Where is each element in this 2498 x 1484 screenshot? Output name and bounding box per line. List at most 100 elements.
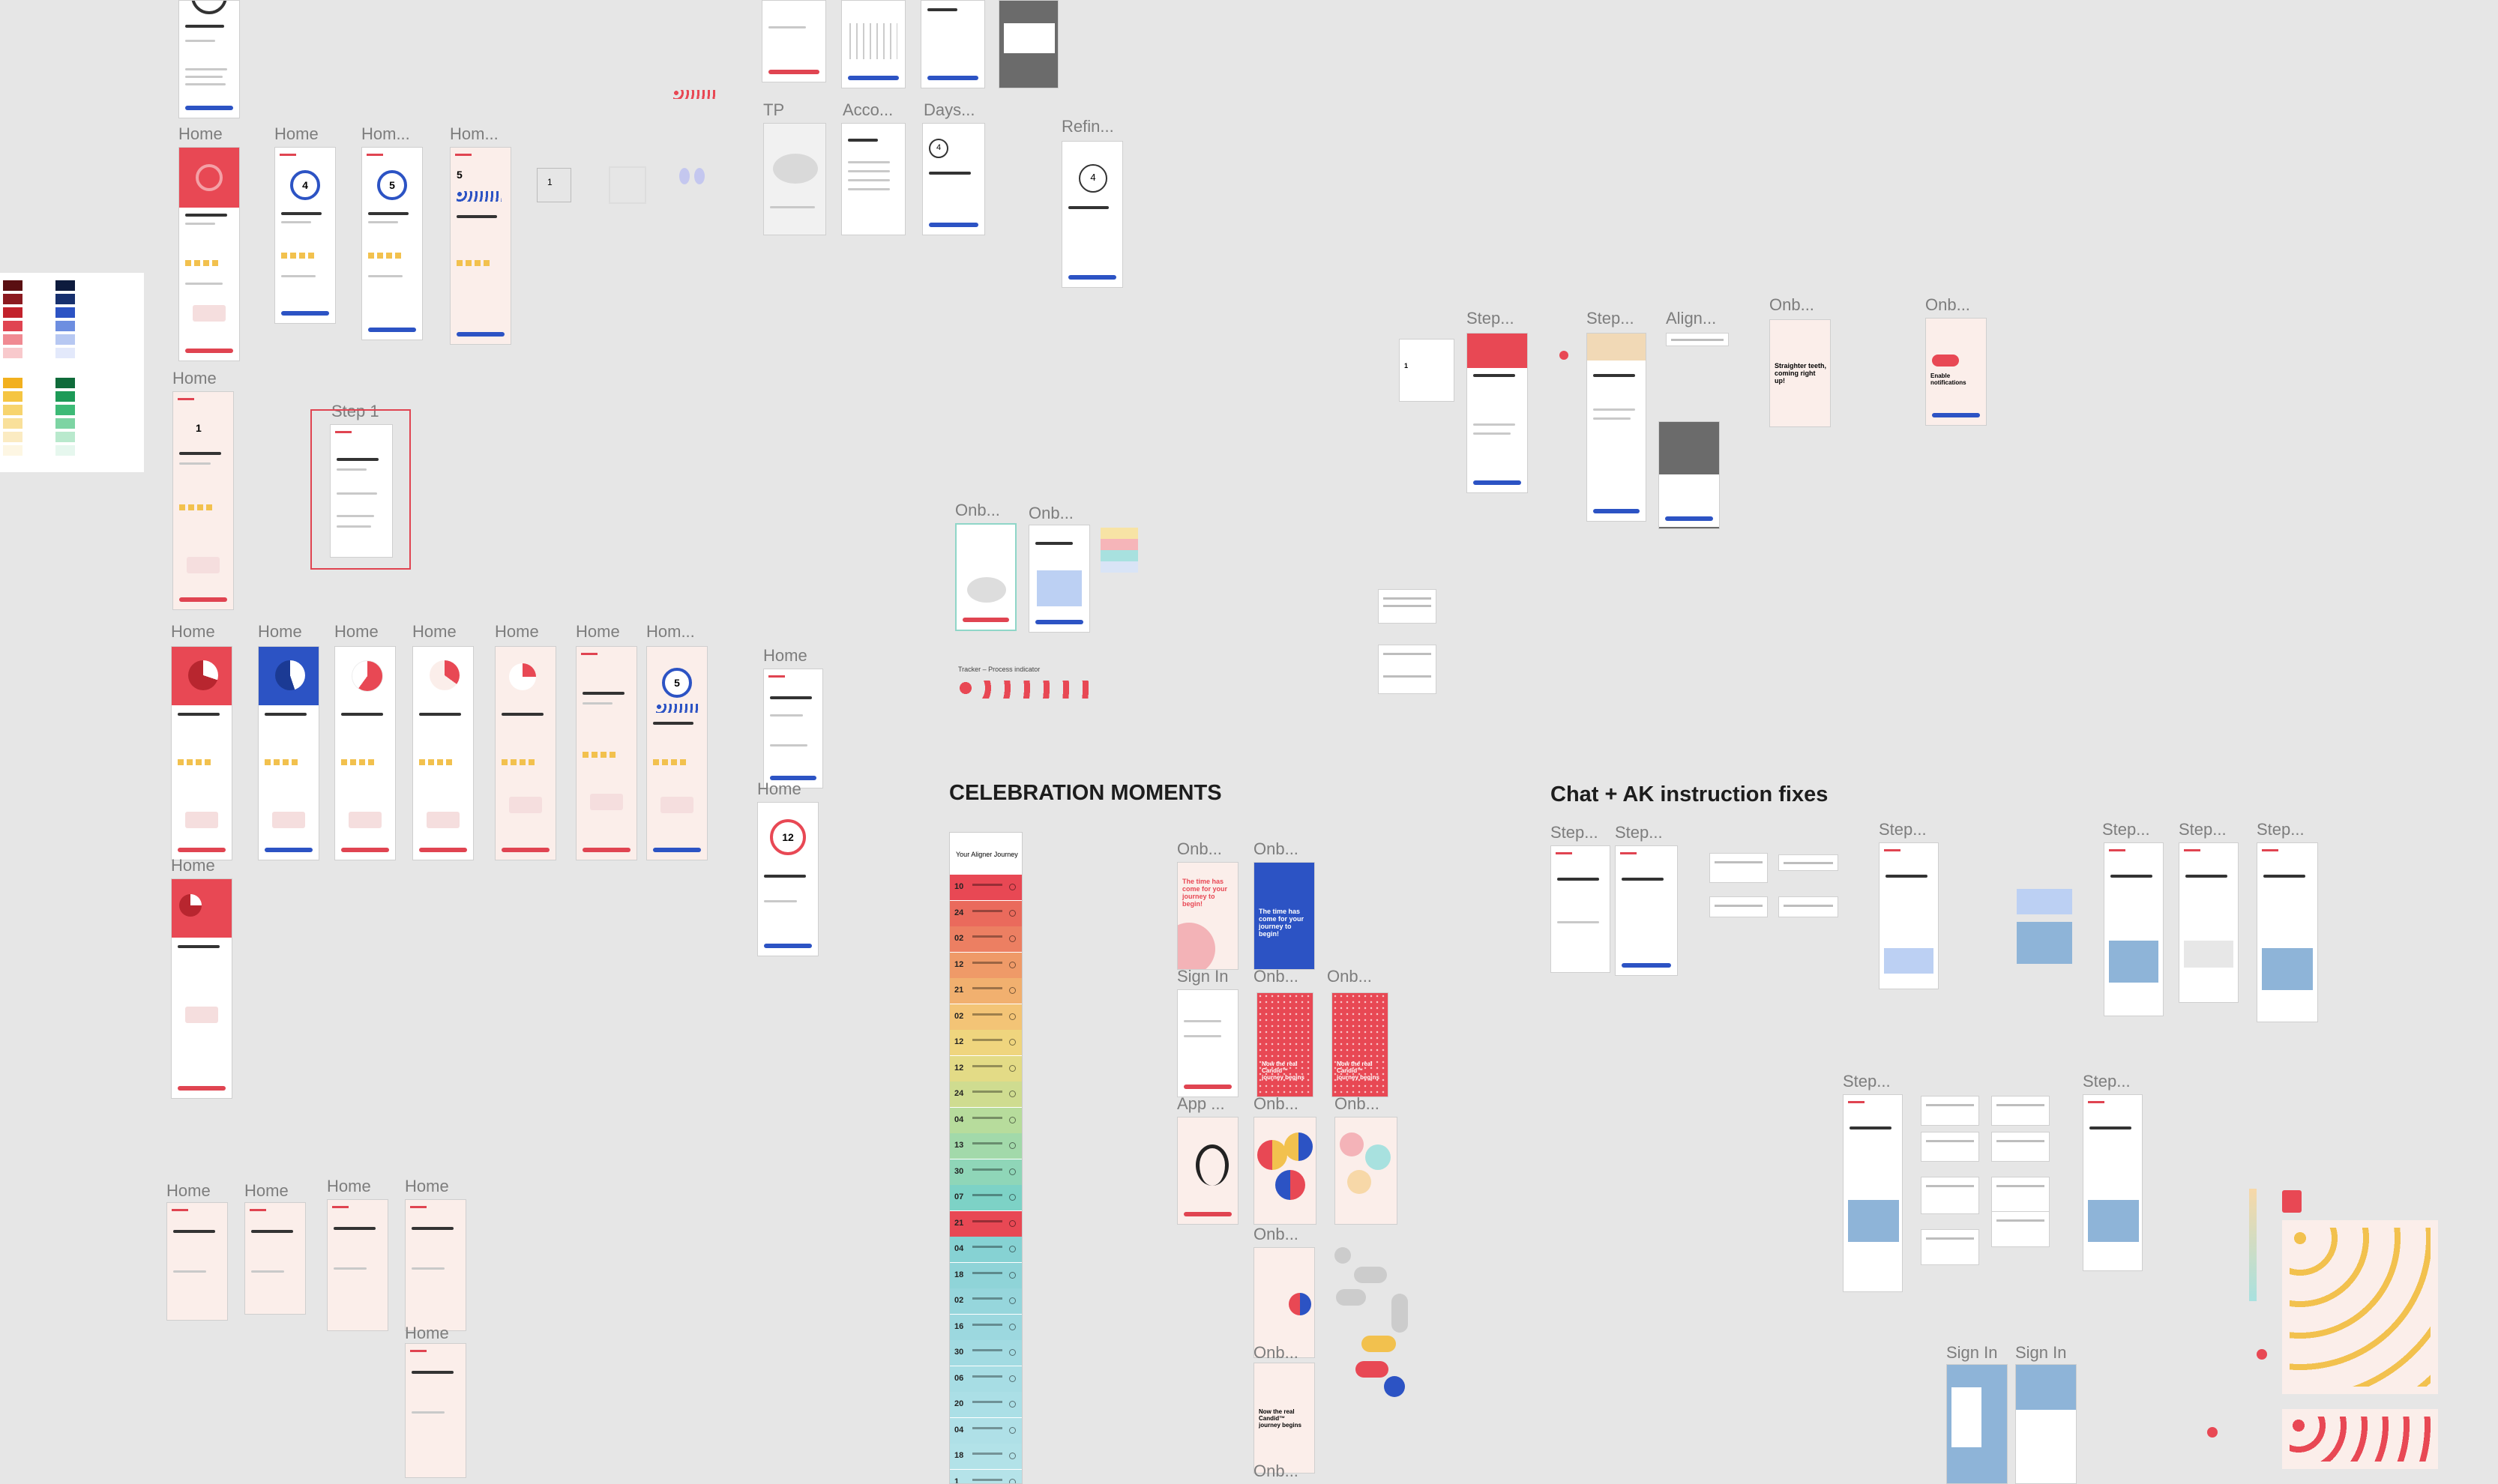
journey-row[interactable]: 16 [950, 1314, 1022, 1340]
frame-step-chat-8[interactable] [2083, 1094, 2143, 1271]
aligner-chip[interactable] [1666, 333, 1729, 346]
journey-row[interactable]: 04 [950, 1237, 1022, 1262]
frame-top-1[interactable] [762, 0, 826, 82]
frame-home-step[interactable]: 1 [172, 391, 234, 610]
frame-step-small[interactable]: 1 [1399, 339, 1454, 402]
chat-card[interactable] [1991, 1177, 2050, 1213]
chat-card[interactable] [1991, 1211, 2050, 1247]
journey-row[interactable]: 02 [950, 1004, 1022, 1030]
journey-row[interactable]: 04 [950, 1107, 1022, 1133]
journey-row[interactable]: 07 [950, 1185, 1022, 1210]
frame-onb-confetti-1[interactable]: Now the real Candid™ journey begins [1256, 992, 1313, 1097]
frame-align-dark[interactable] [1658, 421, 1720, 529]
frame-home-bottom-4[interactable] [405, 1199, 466, 1331]
frame-onb-forget[interactable] [1029, 525, 1090, 633]
frame-step-chat-7[interactable] [1843, 1094, 1903, 1292]
journey-row[interactable]: 12 [950, 1030, 1022, 1055]
frame-home-bottom-2[interactable] [244, 1202, 306, 1315]
frame-step-chat-3[interactable] [1879, 842, 1939, 989]
journey-row[interactable]: 04 [950, 1417, 1022, 1444]
frame-home-pie-white[interactable] [334, 646, 396, 860]
chat-card[interactable] [1778, 896, 1838, 917]
frame-account[interactable] [841, 123, 906, 235]
frame-sign-in-photo-1[interactable] [1946, 1364, 2008, 1484]
frame-home-bottom-1[interactable] [166, 1202, 228, 1321]
chat-card[interactable] [1709, 896, 1768, 917]
journey-row[interactable]: 02 [950, 926, 1022, 952]
journey-row[interactable]: 21 [950, 1210, 1022, 1237]
chat-card[interactable] [1921, 1132, 1979, 1162]
journey-row[interactable]: 24 [950, 900, 1022, 926]
frame-onb-time-pink[interactable]: The time has come for your journey to be… [1177, 862, 1239, 970]
chat-card[interactable] [1921, 1096, 1979, 1126]
frame-onb-time-blue[interactable]: The time has come for your journey to be… [1253, 862, 1315, 970]
journey-row[interactable]: 18 [950, 1262, 1022, 1288]
frame-onb-straighter[interactable]: Straighter teeth, coming right up! [1769, 319, 1831, 427]
frame-home-blue-pie[interactable] [258, 646, 319, 860]
frame-home-bottom-5[interactable] [405, 1343, 466, 1478]
frame-top-forget[interactable] [921, 0, 985, 88]
frame-home-12[interactable]: 12 [757, 802, 819, 956]
frame-home-5[interactable]: 5 [361, 147, 423, 340]
frame-top-modal[interactable] [999, 0, 1059, 88]
frame-onb-confetti-2[interactable]: Now the real Candid™ journey begins [1331, 992, 1388, 1097]
journey-row[interactable]: 06 [950, 1366, 1022, 1392]
frame-home-pink[interactable] [495, 646, 556, 860]
frame-onb-bottom-1[interactable] [1253, 1247, 1315, 1358]
journey-row[interactable]: 02 [950, 1288, 1022, 1314]
frame-step-1[interactable] [330, 424, 393, 558]
frame-step-chat-6[interactable] [2257, 842, 2318, 1022]
journey-row[interactable]: 21 [950, 978, 1022, 1004]
frame-home-bottom-3[interactable] [327, 1199, 388, 1331]
frame-home-4[interactable]: 4 [274, 147, 336, 324]
journey-row[interactable]: 30 [950, 1159, 1022, 1185]
message-card[interactable] [1378, 645, 1436, 694]
frame-sign-in[interactable] [1177, 989, 1239, 1097]
journey-row[interactable]: 30 [950, 1340, 1022, 1366]
frame-onb-journey[interactable] [955, 523, 1017, 631]
frame-days[interactable]: 4 [922, 123, 985, 235]
frame-onb-notifications[interactable]: Enable notifications [1925, 318, 1987, 426]
chat-card[interactable] [1991, 1096, 2050, 1126]
message-card[interactable] [1378, 589, 1436, 624]
frame-home-5-dots[interactable]: 5 [450, 147, 511, 345]
chat-card[interactable] [1991, 1132, 2050, 1162]
frame-sign-in-photo-2[interactable] [2015, 1364, 2077, 1484]
journey-row[interactable]: 24 [950, 1082, 1022, 1107]
color-dot-grid[interactable] [2282, 1409, 2438, 1469]
frame-onb-shapes-2[interactable] [1334, 1117, 1397, 1225]
frame-onb-bottom-2[interactable]: Now the real Candid™ journey begins [1253, 1363, 1315, 1474]
frame-home-5-ring[interactable]: 5 [646, 646, 708, 860]
journey-row[interactable]: 18 [950, 1444, 1022, 1469]
frame-onb-shapes-1[interactable] [1253, 1117, 1316, 1225]
frame-home-red-pie[interactable] [171, 646, 232, 860]
frame-refine[interactable]: 4 [1062, 141, 1123, 288]
frame-step-chat-4[interactable] [2104, 842, 2164, 1016]
color-dot-grid[interactable] [2282, 1220, 2438, 1394]
frame-step-chat-1[interactable] [1550, 845, 1610, 973]
frame-step-red[interactable] [1466, 333, 1528, 493]
frame-tp[interactable] [763, 123, 826, 235]
journey-row[interactable]: 12 [950, 1055, 1022, 1082]
frame-step-chat-2[interactable] [1615, 845, 1678, 976]
color-palette-board[interactable] [0, 273, 144, 472]
chat-card[interactable] [1921, 1229, 1979, 1265]
frame-app[interactable] [1177, 1117, 1239, 1225]
journey-row[interactable]: 13 [950, 1133, 1022, 1159]
chat-card[interactable] [1778, 854, 1838, 871]
chat-card[interactable] [1921, 1177, 1979, 1214]
chat-card[interactable] [1709, 853, 1768, 883]
frame-home-step-pie[interactable] [412, 646, 474, 860]
frame-home-red-pie-2[interactable] [171, 878, 232, 1099]
frame-top-calendar[interactable] [841, 0, 906, 88]
frame-home-top[interactable] [178, 0, 240, 118]
frame-home-14-days[interactable] [763, 669, 823, 788]
journey-row[interactable]: 12 [950, 952, 1022, 978]
journey-row[interactable]: 1 [950, 1469, 1022, 1483]
frame-home-red[interactable] [178, 147, 240, 361]
journey-row[interactable]: 10 [950, 875, 1022, 900]
frame-step-chat-5[interactable] [2179, 842, 2239, 1003]
selection-box[interactable] [310, 409, 411, 570]
